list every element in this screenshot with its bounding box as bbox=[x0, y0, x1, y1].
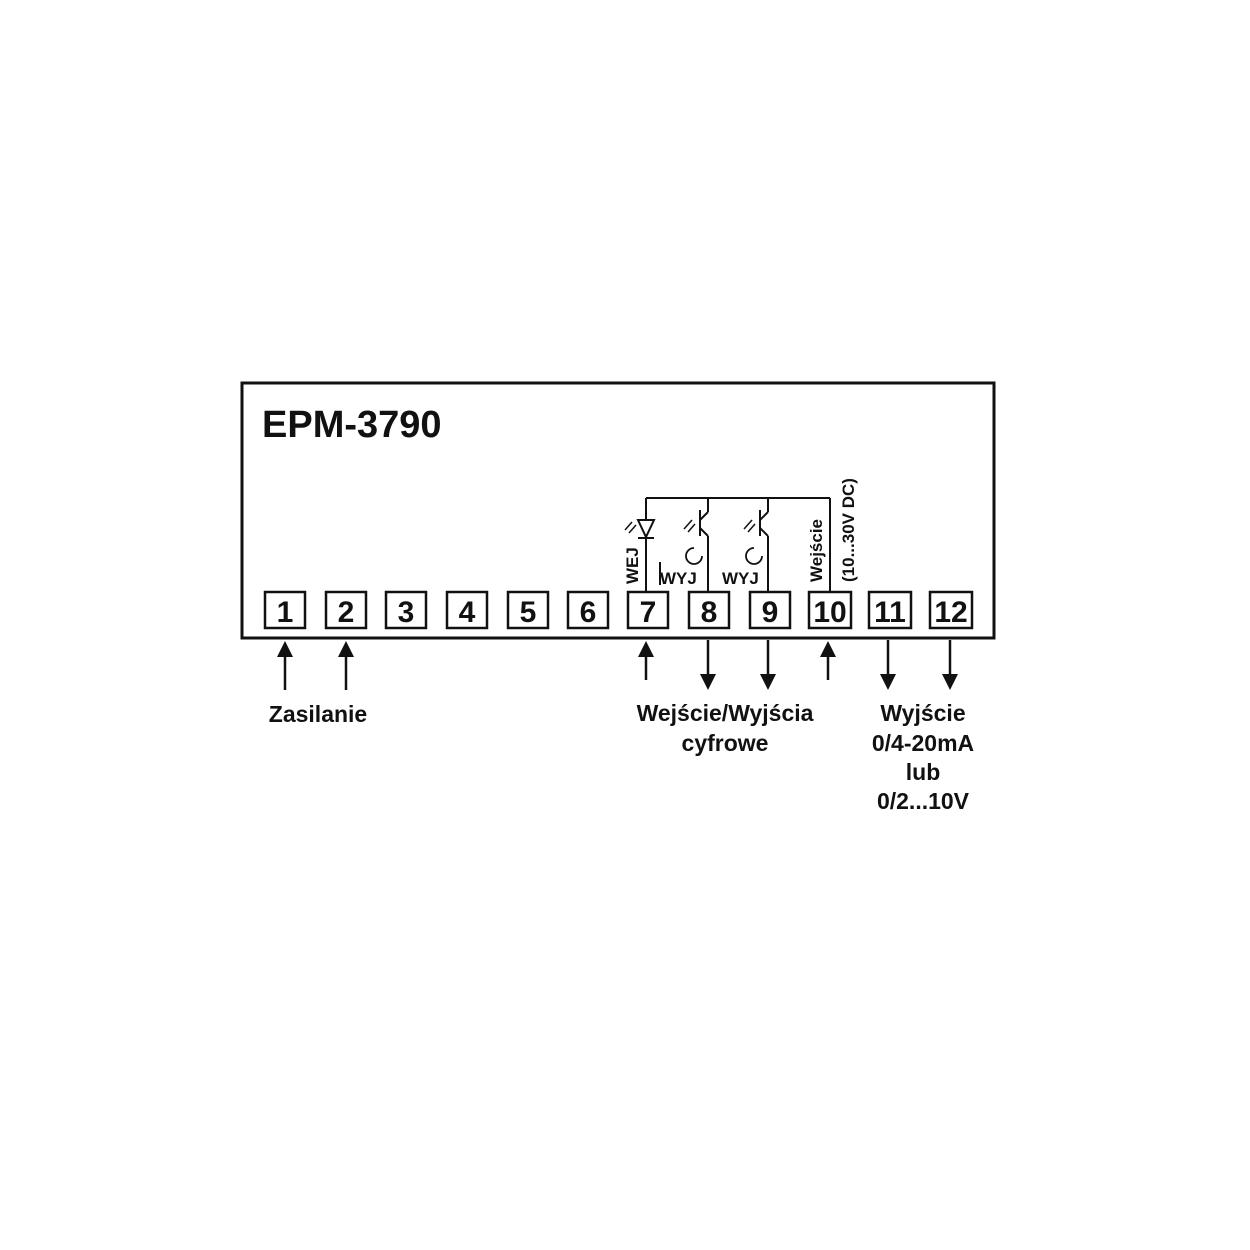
terminal-4-label: 4 bbox=[459, 596, 476, 629]
terminal-10[interactable]: 10 bbox=[807, 590, 853, 630]
output-label-8: WYJ bbox=[660, 569, 697, 588]
arrow-up-icon bbox=[820, 641, 836, 680]
terminal-8-label: 8 bbox=[701, 596, 718, 629]
arrow-up-icon bbox=[277, 641, 293, 690]
phototransistor-icon bbox=[659, 498, 709, 592]
terminal-12-label: 12 bbox=[934, 596, 967, 629]
input-label: WEJ bbox=[623, 547, 642, 584]
analog-output-label-line2: 0/4-20mA bbox=[872, 730, 974, 756]
terminal-7[interactable]: 7 bbox=[626, 590, 670, 630]
terminal-2-label: 2 bbox=[338, 596, 355, 629]
arrow-down-icon bbox=[700, 640, 716, 690]
analog-output-label-line1: Wyjście bbox=[880, 700, 965, 726]
led-diode-icon bbox=[624, 498, 656, 592]
analog-output-label-line4: 0/2...10V bbox=[877, 788, 970, 814]
terminal-11-label: 11 bbox=[874, 596, 906, 629]
power-label: Zasilanie bbox=[269, 701, 367, 727]
digital-io-circuit bbox=[624, 497, 831, 592]
digital-io-label-line1: Wejście/Wyjścia bbox=[637, 700, 814, 726]
arrow-down-icon bbox=[760, 640, 776, 690]
terminal-3[interactable]: 3 bbox=[384, 590, 428, 630]
terminal-block: 1 2 3 4 5 6 7 8 bbox=[263, 590, 974, 630]
device-body bbox=[240, 381, 996, 640]
terminal-5-label: 5 bbox=[520, 596, 537, 629]
terminal-2[interactable]: 2 bbox=[324, 590, 368, 630]
analog-output-label-line3: lub bbox=[906, 759, 941, 785]
terminal-4[interactable]: 4 bbox=[445, 590, 489, 630]
terminal-9[interactable]: 9 bbox=[748, 590, 792, 630]
voltage-range-label: (10...30V DC) bbox=[839, 478, 858, 582]
terminal-arrows bbox=[277, 640, 958, 690]
voltage-input-label: Wejście bbox=[807, 519, 826, 582]
terminal-8[interactable]: 8 bbox=[687, 590, 731, 630]
terminal-11[interactable]: 11 bbox=[867, 590, 913, 630]
arrow-up-icon bbox=[638, 641, 654, 680]
output-label-9: WYJ bbox=[722, 569, 759, 588]
terminal-9-label: 9 bbox=[762, 596, 779, 629]
phototransistor-icon bbox=[743, 498, 769, 592]
terminal-3-label: 3 bbox=[398, 596, 415, 629]
terminal-5[interactable]: 5 bbox=[506, 590, 550, 630]
terminal-6[interactable]: 6 bbox=[566, 590, 610, 630]
device-title: EPM-3790 bbox=[262, 404, 442, 446]
terminal-1-label: 1 bbox=[277, 596, 294, 629]
terminal-6-label: 6 bbox=[580, 596, 597, 629]
terminal-12[interactable]: 12 bbox=[928, 590, 974, 630]
terminal-10-label: 10 bbox=[813, 596, 846, 629]
arrow-down-icon bbox=[880, 640, 896, 690]
terminal-1[interactable]: 1 bbox=[263, 590, 307, 630]
arrow-down-icon bbox=[942, 640, 958, 690]
arrow-up-icon bbox=[338, 641, 354, 690]
terminal-7-label: 7 bbox=[640, 596, 657, 629]
digital-io-label-line2: cyfrowe bbox=[682, 730, 769, 756]
